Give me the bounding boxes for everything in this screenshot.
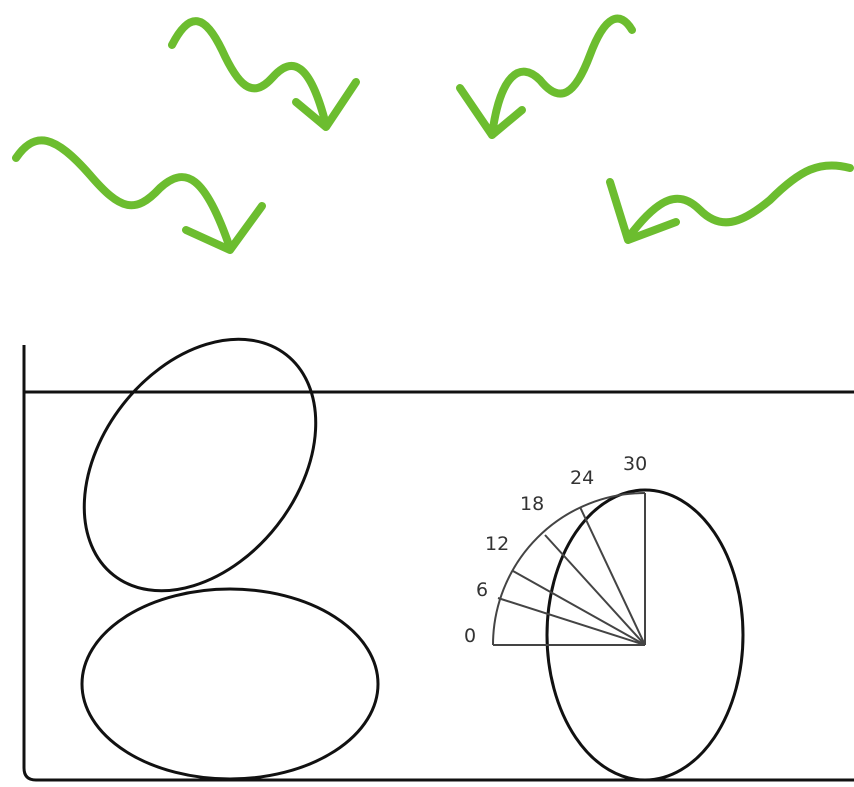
- angle-label-18: 18: [520, 493, 544, 515]
- angle-label-6: 6: [476, 579, 488, 601]
- angle-label-0: 0: [464, 625, 476, 647]
- protractor-ray-24: [579, 506, 646, 646]
- wavy-arrow-left: [12, 136, 266, 254]
- wavy-arrow-top-left: [168, 17, 360, 131]
- tank-outline: [22, 345, 854, 782]
- wavy-arrow-right: [606, 161, 854, 244]
- protractor-ray-6: [497, 597, 646, 646]
- protractor-arc: [492, 492, 646, 646]
- angle-label-24: 24: [570, 467, 594, 489]
- angle-protractor: 0 6 12 18 24 30: [464, 453, 647, 647]
- wavy-arrow-top-right: [456, 14, 636, 139]
- angle-label-30: 30: [623, 453, 647, 475]
- vertical-ellipse-right: [545, 488, 745, 782]
- protractor-ray-12: [512, 570, 646, 646]
- protractor-ray-18: [544, 534, 646, 646]
- angle-label-12: 12: [485, 533, 509, 555]
- tilted-ellipse-top-left: [82, 337, 318, 593]
- horizontal-ellipse-bottom-left: [80, 587, 380, 781]
